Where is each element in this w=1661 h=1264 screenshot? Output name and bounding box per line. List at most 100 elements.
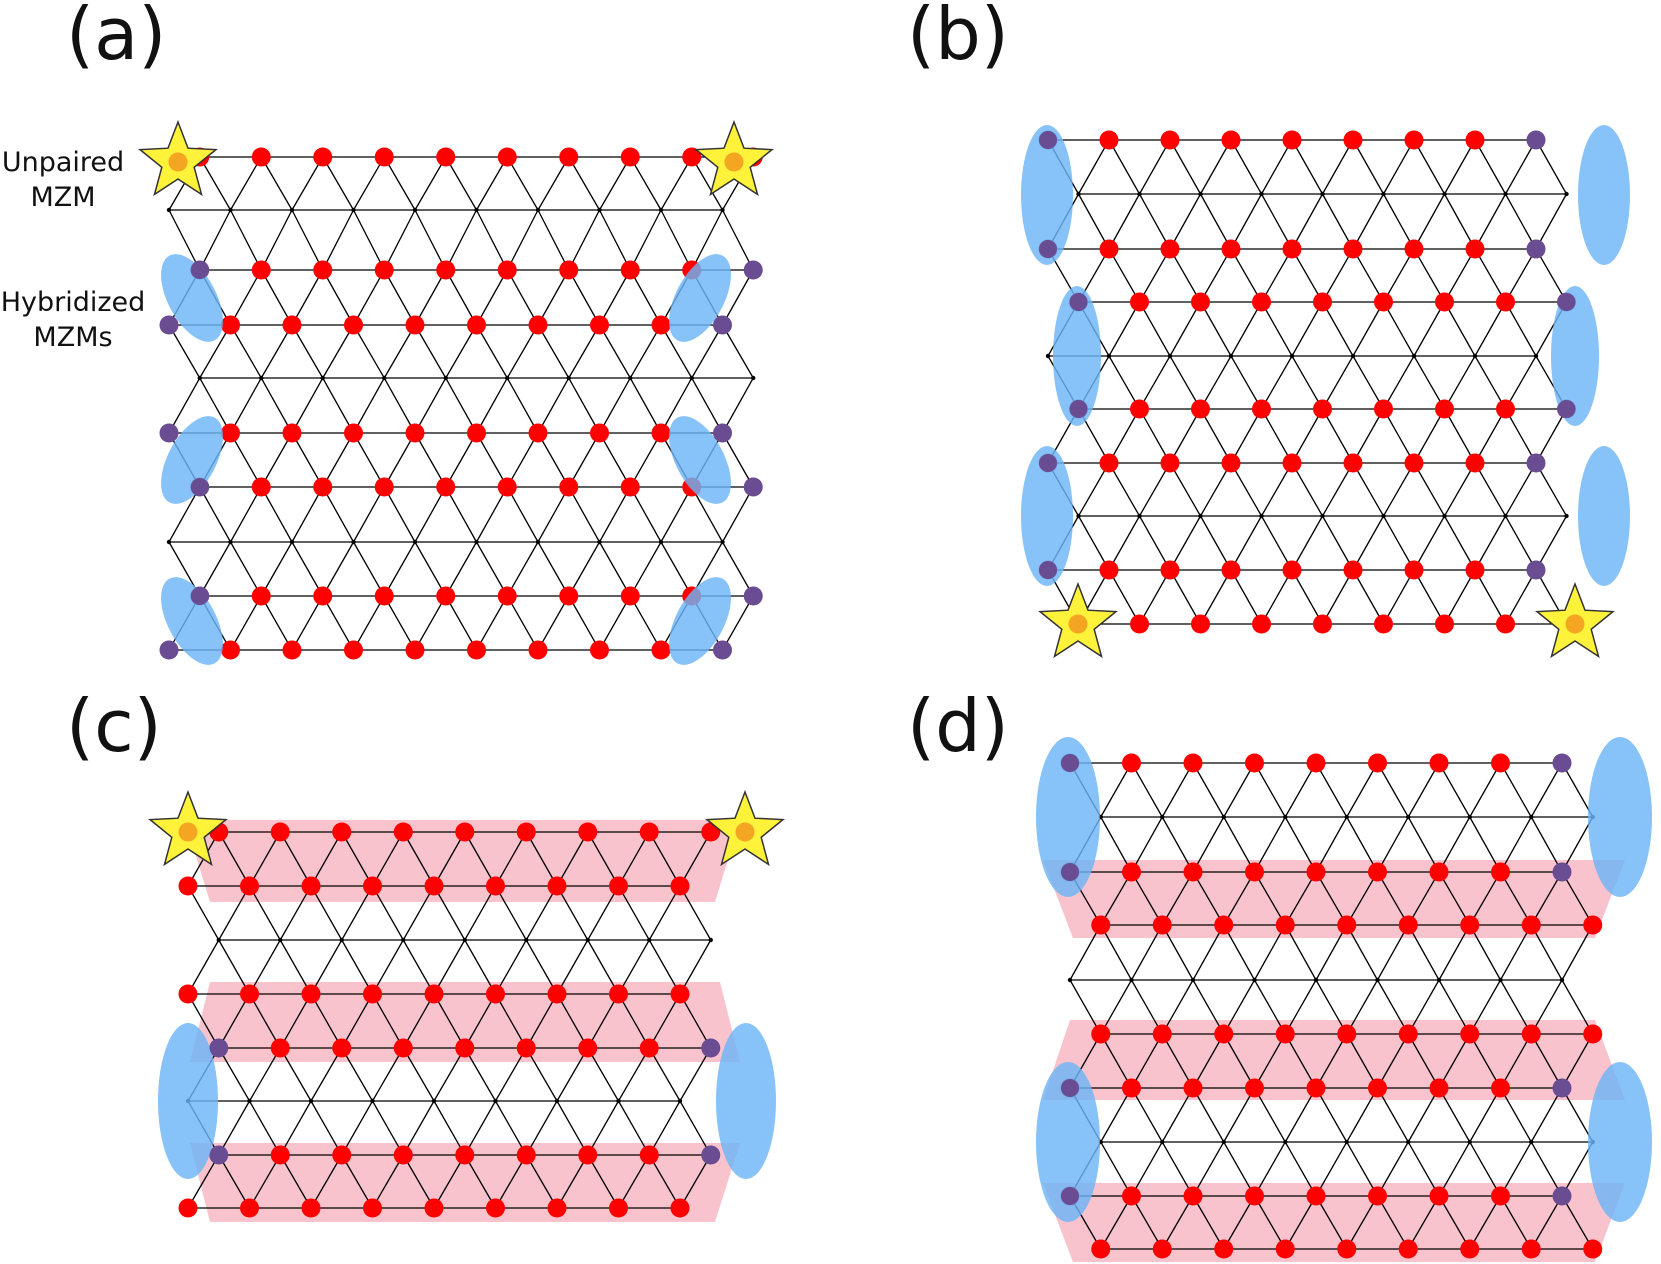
diagonal-bond: [721, 486, 754, 543]
diagonal-bond: [1260, 193, 1293, 250]
lattice-node: [462, 937, 467, 943]
ellipse-icon: [1578, 125, 1630, 265]
diagonal-bond: [1376, 1195, 1409, 1250]
diagonal-bond: [322, 209, 355, 271]
lattice-site: [1583, 915, 1603, 935]
diagonal-bond: [402, 885, 435, 941]
diagonal-bond: [506, 486, 539, 543]
lattice-site: [1252, 292, 1271, 312]
lattice-node: [1283, 814, 1288, 820]
diagonal-bond: [371, 831, 404, 887]
lattice-node: [647, 937, 652, 943]
diagonal-bond: [352, 541, 385, 597]
lattice-site: [516, 822, 536, 842]
diagonal-bond: [1443, 569, 1476, 625]
unpaired-mzm-label-line2: MZM: [30, 181, 96, 213]
diagonal-bond: [445, 324, 478, 379]
lattice-site: [1160, 239, 1180, 259]
diagonal-bond: [537, 209, 570, 271]
diagonal-bond: [1199, 462, 1232, 517]
lattice-node: [1406, 814, 1411, 820]
diagonal-bond: [1199, 569, 1232, 625]
unpaired-mzm-stars: [138, 119, 774, 197]
diagonal-bond: [679, 993, 712, 1049]
diagonal-bond: [537, 324, 570, 379]
diagonal-bond: [1535, 139, 1568, 195]
diagonal-bond: [168, 324, 201, 379]
lattice-bonds: [1069, 762, 1594, 1250]
diagonal-bond: [1230, 408, 1263, 464]
diagonal-bond: [1108, 569, 1141, 625]
diagonal-bond: [445, 595, 478, 651]
lattice-site: [1122, 1186, 1141, 1206]
lattice-node: [1259, 191, 1264, 197]
diagonal-bond: [679, 1154, 712, 1209]
lattice-site: [528, 423, 548, 443]
ellipse-icon: [1036, 737, 1100, 897]
lattice-node: [1320, 513, 1325, 519]
diagonal-bond: [310, 831, 343, 887]
diagonal-bond: [1352, 408, 1385, 464]
diagonal-bond: [310, 1154, 343, 1209]
lattice-node: [289, 539, 295, 545]
edge-site: [701, 1039, 720, 1057]
lattice-node: [1375, 977, 1380, 983]
lattice-node: [1559, 977, 1565, 983]
lattice-site: [609, 984, 628, 1004]
hybridized-mzms-label-line2: MZMs: [33, 321, 113, 353]
lattice-site: [1429, 862, 1449, 882]
diagonal-bond: [1138, 139, 1171, 195]
diagonal-bond: [341, 885, 374, 941]
lattice-site: [1099, 560, 1119, 580]
diagonal-bond: [660, 156, 693, 211]
diagonal-bond: [1100, 1195, 1133, 1250]
lattice-node: [1442, 513, 1447, 519]
diagonal-bond: [218, 1047, 251, 1102]
diagonal-bond: [1321, 515, 1354, 571]
unpaired-mzm-label: Unpaired MZM: [0, 146, 126, 215]
lattice-site: [1465, 130, 1485, 150]
diagonal-bond: [1321, 139, 1354, 195]
lattice-site: [1130, 399, 1149, 419]
lattice-site: [1313, 292, 1332, 312]
panel-label-c: (c): [66, 684, 162, 768]
lattice-site: [639, 1145, 659, 1165]
diagonal-bond: [494, 1154, 527, 1209]
diagonal-bond: [1230, 462, 1263, 517]
lattice-node: [1160, 814, 1165, 820]
diagonal-bond: [1291, 569, 1324, 625]
diagonal-bond: [291, 595, 324, 651]
lattice-site: [497, 147, 517, 167]
diagonal-bond: [1321, 569, 1354, 625]
diagonal-bond: [464, 831, 497, 887]
diagonal-bond: [260, 541, 293, 597]
diagonal-bond: [1561, 1087, 1594, 1143]
diagonal-bond: [494, 831, 527, 887]
lattice-site: [1099, 239, 1119, 259]
diagonal-bond: [168, 486, 201, 543]
lattice-site: [1583, 1239, 1603, 1259]
lattice-node: [166, 207, 172, 213]
diagonal-bond: [1413, 193, 1446, 250]
lattice-site: [1435, 292, 1454, 312]
diagonal-bond: [1443, 248, 1476, 303]
diagonal-bond: [187, 1154, 220, 1209]
diagonal-bond: [341, 1100, 374, 1156]
lattice-site: [1183, 1186, 1203, 1206]
diagonal-bond: [1315, 871, 1348, 926]
diagonal-bond: [1499, 871, 1532, 926]
diagonal-bond: [445, 269, 478, 326]
diagonal-bond: [629, 595, 662, 651]
lattice-node: [1137, 513, 1142, 519]
lattice-site: [282, 315, 302, 335]
diagonal-bond: [1253, 816, 1286, 873]
diagonal-bond: [1108, 139, 1141, 195]
diagonal-bond: [1192, 762, 1225, 818]
diagonal-bond: [1443, 193, 1476, 250]
diagonal-bond: [1382, 462, 1415, 517]
diagonal-bond: [617, 1047, 650, 1102]
diagonal-bond: [310, 1100, 343, 1156]
diagonal-bond: [199, 156, 232, 211]
lattice-site: [559, 586, 579, 606]
lattice-site: [1368, 1186, 1387, 1206]
